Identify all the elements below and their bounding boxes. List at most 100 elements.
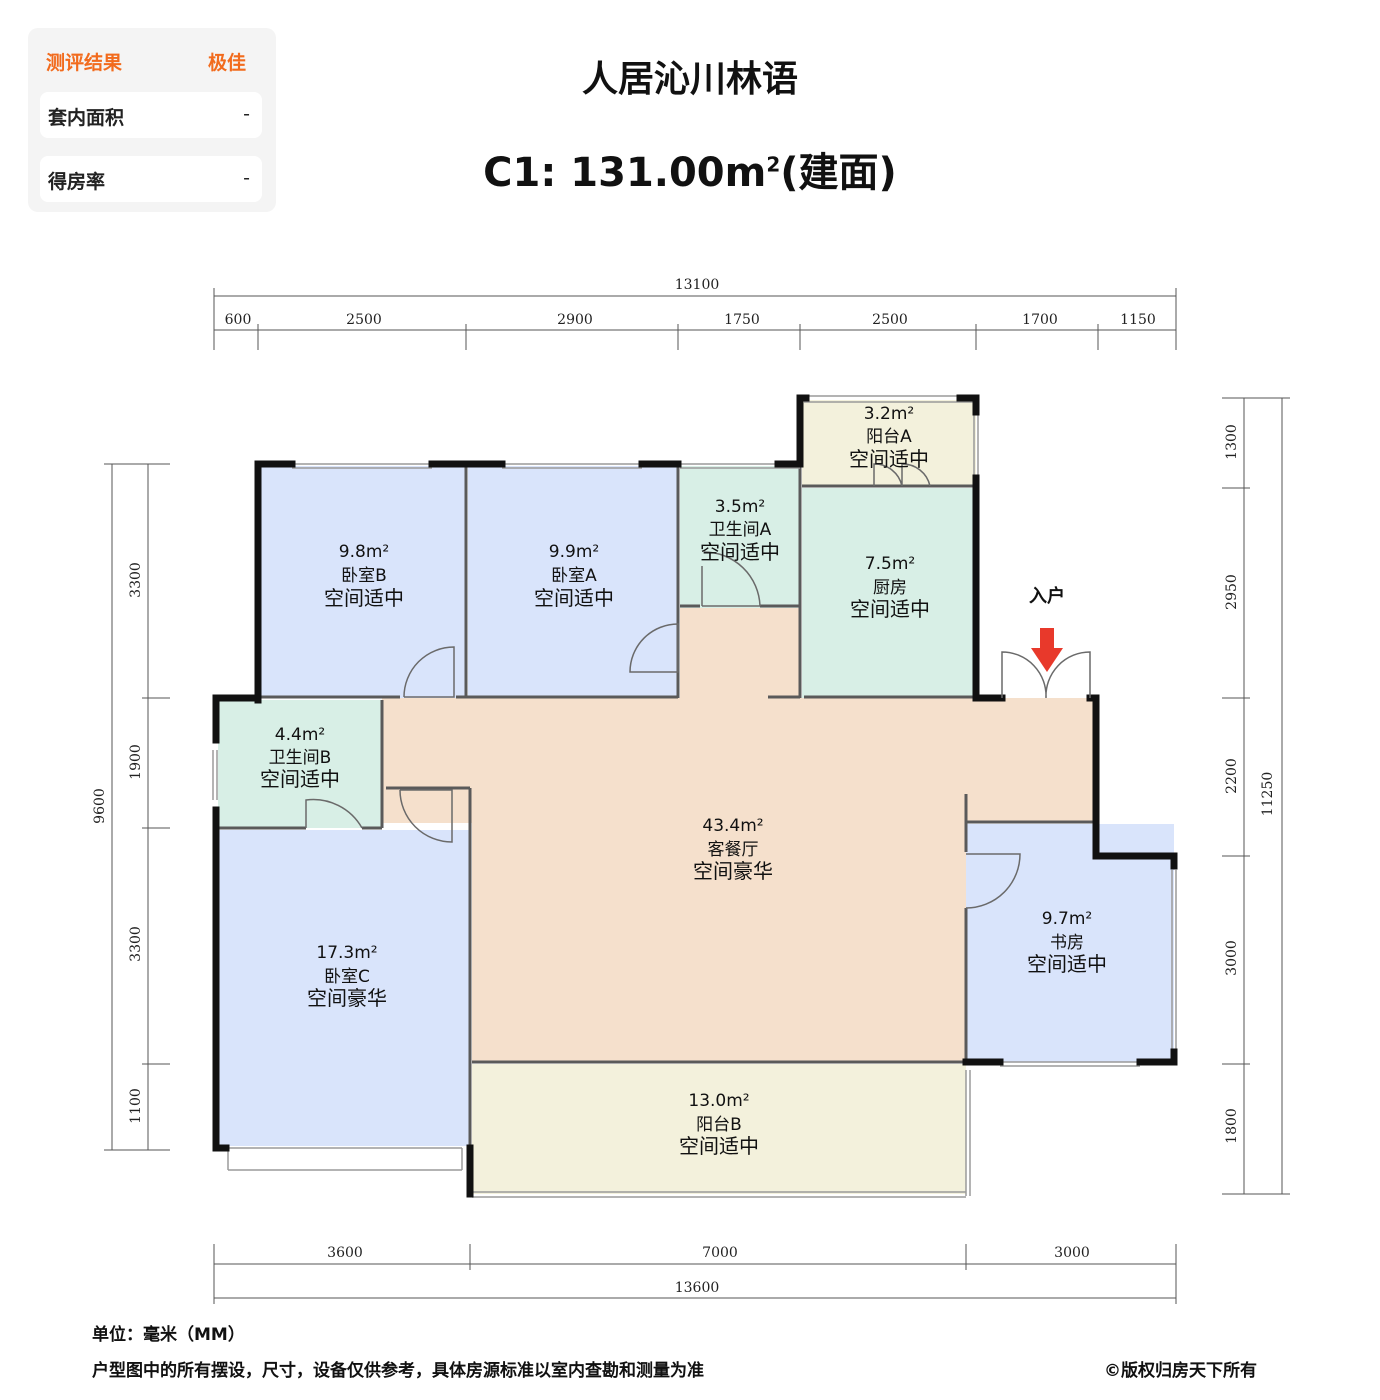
- study-door: [965, 853, 1021, 909]
- unit-type-title: C1: 131.00m2(建面): [0, 140, 1380, 198]
- bathroom-a-fill: [680, 466, 800, 608]
- entrance-arrow-icon: [1031, 628, 1063, 672]
- dim-bottom-1: 3600: [327, 1245, 363, 1261]
- bedroom-a-rating: 空间适中: [534, 586, 614, 610]
- windows: [212, 395, 1177, 1198]
- dim-left-2: 1900: [128, 744, 144, 780]
- inner-area-value: -: [243, 103, 250, 125]
- balcony-a-area: 3.2m²: [864, 404, 914, 424]
- dim-left-total: 9600: [92, 788, 108, 824]
- dim-bottom-2: 7000: [702, 1245, 738, 1261]
- living-dining-fill-main: [472, 790, 966, 1062]
- disclaimer: 户型图中的所有摆设，尺寸，设备仅供参考，具体房源标准以室内查勘和测量为准: [92, 1361, 704, 1381]
- bedroom-b-name: 卧室B: [341, 566, 387, 586]
- corridor-fill: [680, 608, 800, 700]
- copyright: ©版权归房天下所有: [1104, 1361, 1257, 1381]
- bathroom-b-door: [305, 798, 363, 829]
- balcony-b-fill: [472, 1064, 966, 1194]
- entrance-label: 入户: [1029, 585, 1065, 607]
- dimension-lines: [104, 288, 1290, 1304]
- dimension-labels: 13100 600 2500 2900 1750 2500 1700 1150 …: [92, 277, 1276, 1296]
- dim-right-1: 1300: [1224, 424, 1240, 460]
- project-title: 人居沁川林语: [581, 59, 798, 100]
- bathroom-a-name: 卫生间A: [709, 520, 772, 540]
- dim-right-4: 3000: [1224, 940, 1240, 976]
- bedroom-c-rating: 空间豪华: [307, 986, 387, 1010]
- bedroom-a-area: 9.9m²: [549, 542, 599, 562]
- dim-right-3: 2200: [1224, 758, 1240, 794]
- dim-top-4: 1750: [724, 312, 760, 328]
- bedroom-b-area: 9.8m²: [339, 542, 389, 562]
- kitchen-rating: 空间适中: [850, 597, 930, 621]
- efficiency-rate-label: 得房率: [48, 171, 106, 193]
- bedroom-c-door: [399, 789, 453, 843]
- unit-note: 单位：毫米（MM）: [92, 1325, 245, 1345]
- dim-top-1: 600: [225, 312, 252, 328]
- kitchen-name: 厨房: [873, 578, 907, 598]
- bedroom-b-rating: 空间适中: [324, 586, 404, 610]
- dim-left-4: 1100: [128, 1088, 144, 1124]
- dim-top-6: 1700: [1022, 312, 1058, 328]
- dim-right-5: 1800: [1224, 1108, 1240, 1144]
- living-rating: 空间豪华: [693, 859, 773, 883]
- dim-right-2: 2950: [1224, 574, 1240, 610]
- bedroom-c-name: 卧室C: [324, 967, 370, 987]
- study-name: 书房: [1050, 933, 1084, 953]
- study-fill: [966, 824, 1174, 1062]
- exterior-walls: [212, 394, 1178, 1198]
- bathroom-a-door: [701, 551, 761, 607]
- dim-bottom-total: 13600: [675, 1280, 720, 1296]
- inner-area-row: 套内面积 -: [40, 92, 262, 138]
- doors: [305, 463, 1091, 909]
- kitchen-area: 7.5m²: [865, 554, 915, 574]
- entrance-door: [1001, 651, 1091, 699]
- dim-left-3: 3300: [128, 926, 144, 962]
- dim-left-1: 3300: [128, 562, 144, 598]
- evaluation-header-label: 测评结果: [46, 52, 123, 74]
- balcony-a-rating: 空间适中: [849, 447, 929, 471]
- bathroom-b-name: 卫生间B: [269, 748, 332, 768]
- study-area: 9.7m²: [1042, 909, 1092, 929]
- balcony-a-name: 阳台A: [866, 427, 912, 447]
- room-labels: 3.2m² 阳台A 空间适中 3.5m² 卫生间A 空间适中 9.8m² 卧室B…: [260, 404, 1107, 1158]
- dim-top-total: 13100: [675, 277, 720, 293]
- unit-type-sup: 2: [766, 152, 781, 177]
- evaluation-header-value: 极佳: [208, 52, 247, 74]
- dim-right-total: 11250: [1260, 772, 1276, 817]
- dim-top-7: 1150: [1120, 312, 1156, 328]
- unit-type-tail: (建面): [780, 150, 897, 196]
- dim-top-2: 2500: [346, 312, 382, 328]
- bedroom-c-area: 17.3m²: [316, 943, 377, 963]
- bathroom-b-area: 4.4m²: [275, 725, 325, 745]
- balcony-b-rating: 空间适中: [679, 1134, 759, 1158]
- bathroom-a-area: 3.5m²: [715, 497, 765, 517]
- room-fills: [218, 400, 1174, 1194]
- study-rating: 空间适中: [1027, 952, 1107, 976]
- inner-area-label: 套内面积: [48, 107, 125, 129]
- dim-bottom-3: 3000: [1054, 1245, 1090, 1261]
- evaluation-card: 测评结果 极佳 套内面积 - 得房率 -: [28, 28, 276, 212]
- living-name: 客餐厅: [708, 840, 759, 860]
- bedroom-a-name: 卧室A: [551, 566, 597, 586]
- balcony-a-door: [873, 463, 931, 487]
- kitchen-fill: [802, 488, 974, 698]
- efficiency-rate-value: -: [243, 167, 250, 189]
- living-area: 43.4m²: [702, 816, 763, 836]
- bedroom-c-fill: [218, 830, 470, 1146]
- interior-partitions: [218, 466, 1096, 1148]
- balcony-b-name: 阳台B: [696, 1115, 742, 1135]
- dim-top-3: 2900: [557, 312, 593, 328]
- bedroom-b-fill: [258, 466, 466, 698]
- dim-top-5: 2500: [872, 312, 908, 328]
- unit-type-main: C1: 131.00m: [483, 150, 767, 196]
- efficiency-rate-row: 得房率 -: [40, 156, 262, 202]
- bathroom-a-rating: 空间适中: [700, 540, 780, 564]
- bedroom-b-door: [403, 646, 455, 698]
- bedroom-a-door: [629, 623, 679, 673]
- bedroom-a-fill: [468, 466, 678, 698]
- bathroom-b-rating: 空间适中: [260, 767, 340, 791]
- balcony-b-area: 13.0m²: [688, 1091, 749, 1111]
- bathroom-b-fill: [218, 700, 382, 828]
- balcony-a-fill: [802, 400, 976, 486]
